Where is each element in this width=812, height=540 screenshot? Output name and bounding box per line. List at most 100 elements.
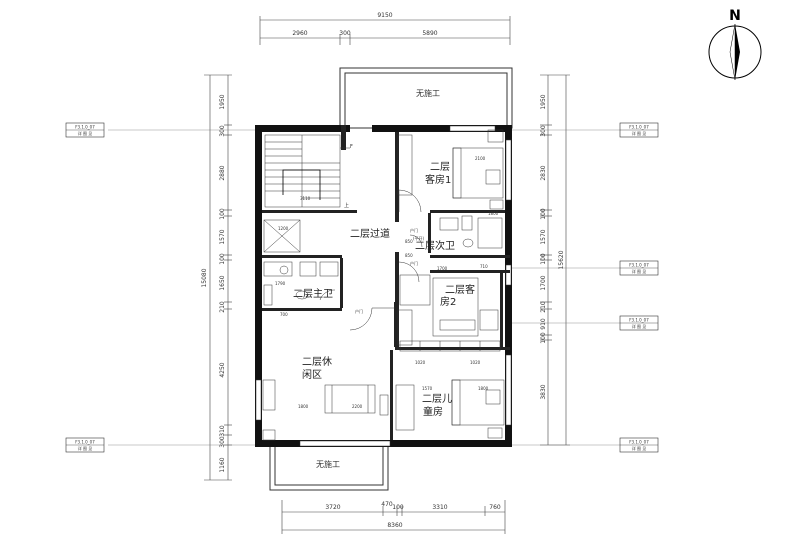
door-label: 户门: [355, 308, 363, 314]
axis-tag-right-4: F3.1.0_07 详 图 见: [619, 437, 659, 453]
master-bath-fixtures: [263, 261, 339, 306]
top-terrace-label: 无施工: [416, 88, 440, 98]
svg-text:F3.1.0_07: F3.1.0_07: [629, 440, 649, 445]
dim-bottom-c: 100: [392, 504, 404, 511]
svg-text:详 图 见: 详 图 见: [632, 323, 647, 329]
door-label: 户门: [410, 227, 418, 233]
guest2-dim: 1700: [437, 266, 448, 271]
dim-left-seg: 100: [219, 208, 226, 220]
dim-bottom-b: 470: [381, 501, 393, 508]
room-children-line1: 二层儿: [422, 393, 452, 405]
room-master-bath: 二层主卫: [293, 288, 333, 300]
dim-left-seg: 2880: [219, 165, 226, 180]
dim-bottom-e: 760: [489, 504, 501, 511]
dim-left-seg: 310: [219, 425, 226, 437]
north-compass: N: [708, 8, 762, 81]
top-dimensions: [259, 16, 511, 45]
dim-left-seg: 1650: [219, 275, 226, 290]
svg-text:详 图 见: 详 图 见: [78, 445, 93, 451]
dim-left-seg: 1570: [219, 229, 226, 244]
dim-left-total: 15080: [201, 268, 208, 287]
dim-right-seg: 300: [540, 125, 547, 137]
guest1-bed-dim2: 1800: [488, 211, 499, 216]
dim-right-seg: 1700: [540, 275, 547, 290]
master-bath-dim: 1790: [275, 281, 286, 286]
stair-f-label: F: [350, 144, 353, 150]
room-leisure-line2: 闲区: [302, 368, 322, 381]
interior-walls: [262, 125, 510, 440]
leisure-dim2: 2200: [352, 404, 363, 409]
shaft-dim: 1200: [278, 226, 289, 231]
dim-top-c: 5890: [422, 30, 437, 37]
children-furniture: [395, 379, 505, 439]
shaft-box: [263, 219, 301, 253]
dim-left-seg: 300: [219, 436, 226, 448]
axis-tag-right-1: F3.1.0_07 详 图 见: [619, 122, 659, 138]
windows: [255, 125, 512, 447]
top-terrace: [339, 67, 513, 129]
wardrobe-dim2: 1020: [470, 360, 481, 365]
room-corridor: 二层过道: [350, 227, 390, 240]
bottom-dimensions: [281, 500, 506, 534]
svg-text:F3.1.0_07: F3.1.0_07: [75, 125, 95, 130]
leisure-dim: 1800: [298, 404, 309, 409]
dim-left-seg: 1160: [219, 457, 226, 472]
svg-text:详 图 见: 详 图 见: [632, 268, 647, 274]
axis-lines: [108, 129, 620, 446]
children-dim: 1570: [422, 386, 433, 391]
dim-right-seg: 910: [540, 318, 547, 330]
axis-tag-left-1: F3.1.0_07 详 图 见: [65, 122, 105, 138]
guest1-bed-dim: 2100: [475, 156, 486, 161]
dim-top-a: 2960: [292, 30, 307, 37]
dim-left-seg: 4250: [219, 362, 226, 377]
dim-right-seg: 100: [540, 253, 547, 265]
bottom-terrace-label: 无施工: [316, 459, 340, 469]
dim-bottom-a: 3720: [325, 504, 340, 511]
right-dimensions: [540, 74, 570, 446]
door-note: (平开): [413, 236, 425, 241]
dim-right-seg: 3830: [540, 384, 547, 399]
dim-right-seg: 2830: [540, 165, 547, 180]
dim-left-seg: 210: [219, 301, 226, 313]
dim-left-seg: 100: [219, 253, 226, 265]
axis-tag-right-2: F3.1.0_07 详 图 见: [619, 260, 659, 276]
axis-tag-left-2: F3.1.0_07 详 图 见: [65, 437, 105, 453]
dim-right-seg: 100: [540, 208, 547, 220]
wardrobe-strip: [399, 340, 501, 352]
dim-right-seg: 100: [540, 332, 547, 344]
room-guest2-line2: 房2: [440, 295, 456, 308]
svg-text:详 图 见: 详 图 见: [78, 130, 93, 136]
room-guest2-line1: 二层客: [445, 283, 475, 296]
dim-right-total: 15620: [558, 250, 565, 269]
dim-top-total: 9150: [377, 12, 392, 19]
second-bath-dim: 710: [480, 264, 488, 269]
guest2-furniture: [397, 274, 499, 346]
axis-tag-right-3: F3.1.0_07 详 图 见: [619, 315, 659, 331]
dim-right-seg: 1570: [540, 229, 547, 244]
room-guest1-line2: 客房1: [425, 173, 451, 186]
children-bed-dim: 1800: [478, 386, 489, 391]
svg-text:F3.1.0_07: F3.1.0_07: [629, 263, 649, 268]
corridor-dim: 850: [405, 239, 413, 244]
master-bath-dim2: 700: [280, 312, 288, 317]
room-leisure-line1: 二层休: [302, 356, 332, 368]
svg-text:F3.1.0_07: F3.1.0_07: [629, 125, 649, 130]
stair-dim: 3110: [300, 196, 311, 201]
dim-left-seg: 300: [219, 125, 226, 137]
door-label: 户门: [410, 260, 418, 266]
left-dimensions: [204, 74, 232, 481]
svg-text:F3.1.0_07: F3.1.0_07: [75, 440, 95, 445]
room-second-bath: 二层次卫: [415, 239, 455, 252]
corridor-dim2: 850: [405, 253, 413, 258]
dim-bottom-total: 8360: [387, 522, 402, 529]
dim-top-b: 300: [339, 30, 351, 37]
compass-north-label: N: [729, 8, 741, 24]
dim-right-seg: 210: [540, 301, 547, 313]
dim-right-seg: 1950: [540, 94, 547, 109]
svg-text:详 图 见: 详 图 见: [632, 445, 647, 451]
staircase: [264, 134, 350, 208]
room-children-line2: 童房: [423, 405, 443, 418]
stair-up-label: 上: [344, 202, 349, 209]
room-guest1-line1: 二层: [430, 161, 450, 173]
